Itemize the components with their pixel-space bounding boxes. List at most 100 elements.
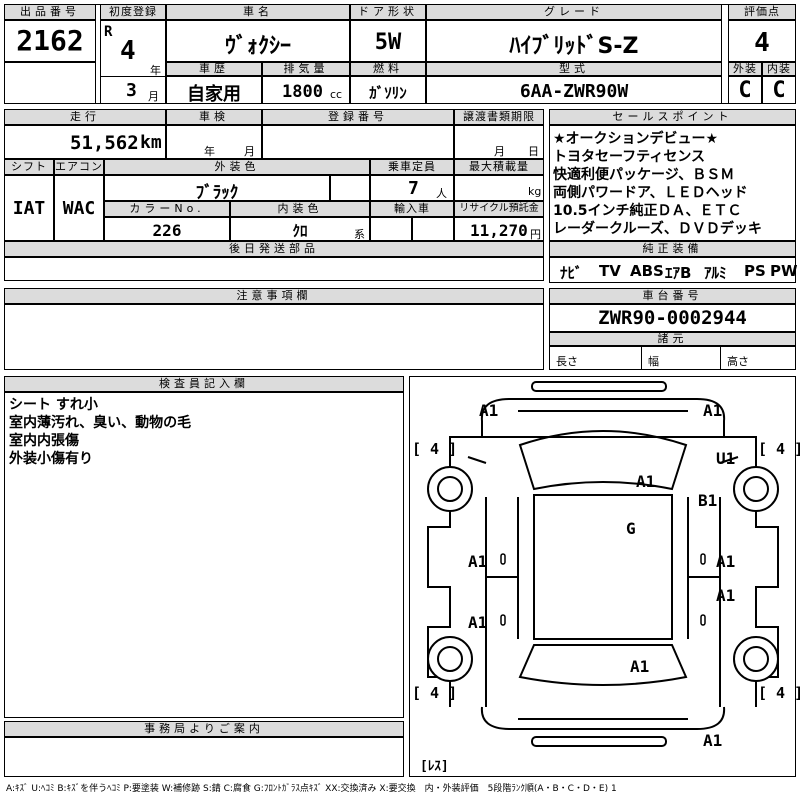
legend: A:ｷｽﾞ U:ﾍｺﾐ B:ｷｽﾞを伴うﾍｺﾐ P:要塗装 W:補修跡 S:錆 … xyxy=(6,784,617,794)
exterior-score: C xyxy=(738,78,752,103)
aircon-header: エアコン xyxy=(54,159,104,175)
reg-year: 4 xyxy=(120,36,136,66)
equipment-alloy: ｱﾙﾐ xyxy=(704,264,727,282)
damage-mark-right-rear-quarter: A1 xyxy=(716,586,736,605)
grade-header: グレード xyxy=(426,4,722,20)
score: 4 xyxy=(754,28,770,58)
inspection-header: 車検 xyxy=(166,109,262,125)
grade-box xyxy=(426,20,722,62)
inspector-note: 室内内張傷 xyxy=(9,433,79,449)
int-color-unit: 系 xyxy=(354,228,365,241)
int-color-header: 内装色 xyxy=(230,201,370,217)
lot-number: 2162 xyxy=(16,24,84,57)
tire-rear-left: [ 4 ] xyxy=(412,684,458,702)
recycle: 11,270 xyxy=(470,221,528,240)
damage-diagram: A1 A1 U1 A1 B1 G A1 A1 A1 A1 A1 A1 [ 4 ]… xyxy=(409,376,800,777)
yen-unit: 円 xyxy=(530,228,541,241)
sales-point: ★オークションデビュー★ xyxy=(553,131,719,147)
docs-month-unit: 月 xyxy=(494,145,505,158)
damage-mark-front-left: A1 xyxy=(479,401,499,420)
door-type: 5W xyxy=(374,30,402,55)
lot-blank xyxy=(4,62,96,104)
equipment-box xyxy=(549,257,796,283)
reg-month: 3 xyxy=(126,80,137,101)
first-reg-box xyxy=(100,20,166,104)
door-box xyxy=(350,20,426,62)
mileage-box xyxy=(4,125,166,159)
lot-box xyxy=(4,20,96,62)
history-header: 車歴 xyxy=(166,62,262,76)
history-box xyxy=(166,76,262,104)
color-no-header: カラーNo. xyxy=(104,201,230,217)
tire-rear-right: [ 4 ] xyxy=(758,684,800,702)
dims-header: 諸元 xyxy=(549,332,796,346)
interior-header: 内装 xyxy=(762,62,796,76)
score-header: 評価点 xyxy=(728,4,796,20)
later-parts-header: 後日発送部品 xyxy=(4,241,544,257)
office-header: 事務局よりご案内 xyxy=(4,721,404,737)
inspector-notes-box: シート すれ小 室内薄汚れ、臭い、動物の毛 室内内張傷 外装小傷有り xyxy=(4,392,404,718)
color-no: 226 xyxy=(152,221,182,240)
import-box-2 xyxy=(412,217,454,241)
sales-point: 10.5インチ純正ＤＡ、ＥＴＣ xyxy=(553,203,742,219)
sales-point: レーダークルーズ、ＤＶＤデッキ xyxy=(553,221,762,237)
sales-point: トヨタセーフティセンス xyxy=(553,149,706,165)
displacement-header: 排気量 xyxy=(262,62,350,76)
office-box xyxy=(4,737,404,777)
inspector-note: 外装小傷有り xyxy=(9,451,93,467)
color-no-box xyxy=(104,217,230,241)
mileage: 51,562 xyxy=(70,132,139,154)
ext-color-header: 外装色 xyxy=(104,159,370,175)
int-color-box xyxy=(230,217,370,241)
exterior-box xyxy=(728,76,762,104)
import-header: 輸入車 xyxy=(370,201,454,217)
displacement: 1800 xyxy=(282,82,323,102)
later-parts-box xyxy=(4,257,544,281)
recycle-header: リサイクル預託金 xyxy=(454,201,544,217)
model-code-header: 型式 xyxy=(426,62,722,76)
year-unit: 年 xyxy=(150,64,161,77)
caution-header: 注意事項欄 xyxy=(4,288,544,304)
equipment-tv: TV xyxy=(599,262,621,280)
model-code: 6AA-ZWR90W xyxy=(519,81,629,102)
equipment-ps: PS xyxy=(744,262,766,280)
equipment-nav: ﾅﾋﾞ xyxy=(560,264,583,282)
ext-color: ﾌﾞﾗｯｸ xyxy=(195,183,239,203)
damage-mark-rear-bumper: A1 xyxy=(703,731,723,750)
equipment-pw: PW xyxy=(770,262,798,280)
grade: ﾊｲﾌﾞﾘｯﾄﾞS-Z xyxy=(509,34,639,59)
door-header: ドア形状 xyxy=(350,4,426,20)
sales-point: 快適利便パッケージ、ＢＳＭ xyxy=(553,167,735,183)
interior-score: C xyxy=(772,78,786,103)
history: 自家用 xyxy=(187,84,241,105)
docs-day-unit: 日 xyxy=(528,145,539,158)
inspection-box xyxy=(166,125,262,159)
displacement-box xyxy=(262,76,350,104)
inspector-note: シート すれ小 xyxy=(9,397,98,413)
equipment-header: 純正装備 xyxy=(549,241,796,257)
equipment-airbag: ｴｱB xyxy=(665,264,692,282)
score-box xyxy=(728,20,796,62)
capacity: 7 xyxy=(408,178,419,199)
shift-box xyxy=(4,175,54,241)
length-label: 長さ xyxy=(556,355,578,368)
fuel: ｶﾞｿﾘﾝ xyxy=(369,84,407,102)
damage-mark-right-front-door: B1 xyxy=(698,491,718,510)
transfer-docs-box xyxy=(454,125,544,159)
width-label: 幅 xyxy=(648,355,659,368)
damage-mark-left-rear-door: A1 xyxy=(468,613,488,632)
import-box xyxy=(370,217,412,241)
transfer-docs-header: 譲渡書類期限 xyxy=(454,109,544,125)
reg-no-box xyxy=(262,125,454,159)
damage-mark-rear-window: A1 xyxy=(630,657,650,676)
chassis-box xyxy=(549,304,796,332)
shift: IAT xyxy=(12,198,46,219)
damage-mark-left-front-door: A1 xyxy=(468,552,488,571)
sales-points-header: セールスポイント xyxy=(549,109,796,125)
aircon: WAC xyxy=(62,198,96,219)
damage-mark-front-right: A1 xyxy=(703,401,723,420)
max-load-box xyxy=(454,175,544,201)
capacity-header: 乗車定員 xyxy=(370,159,454,175)
dims-box xyxy=(549,346,796,370)
chassis-header: 車台番号 xyxy=(549,288,796,304)
